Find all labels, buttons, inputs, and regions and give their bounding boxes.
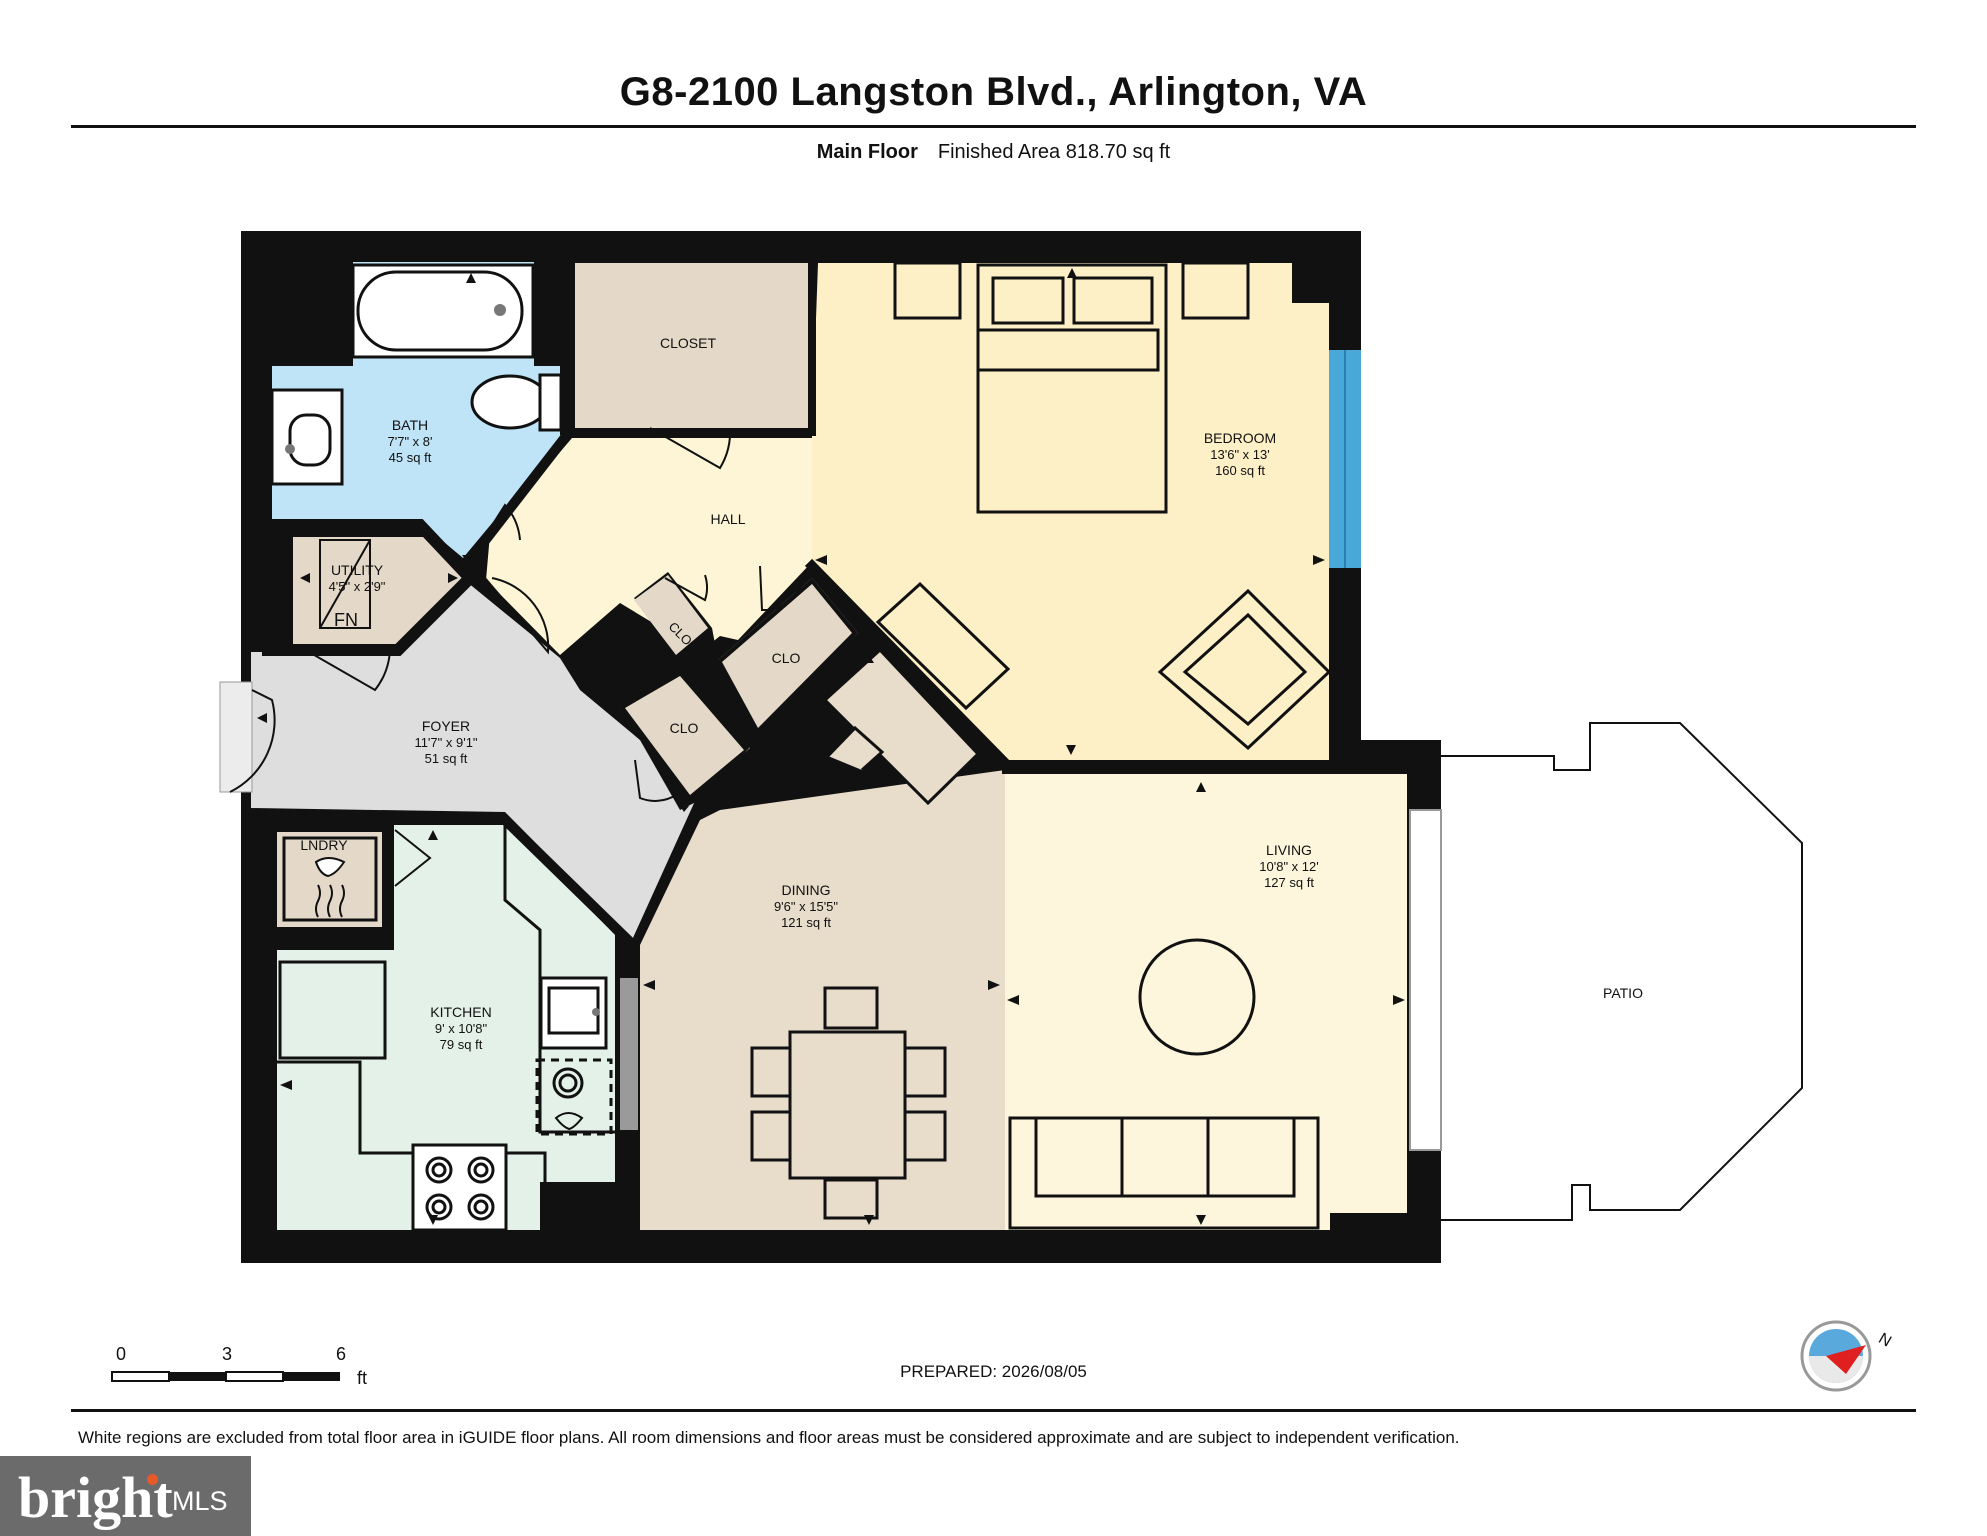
bright-mls-logo: bright MLS	[0, 1456, 251, 1536]
hall-name: HALL	[710, 511, 745, 527]
room-hall	[486, 438, 812, 660]
bedroom-dims: 13'6" x 13'	[1210, 447, 1269, 462]
room-clo-b-fill	[722, 584, 852, 728]
living-round-table	[1138, 938, 1256, 1056]
room-foyer	[251, 582, 700, 940]
utility-name: UTILITY	[331, 562, 384, 578]
scale-tick-3: 3	[222, 1344, 232, 1364]
compass-north-label: N	[1876, 1330, 1895, 1351]
living-name: LIVING	[1266, 842, 1312, 858]
patio-outline	[1441, 722, 1803, 1221]
door-swings	[301, 427, 803, 887]
bed	[893, 261, 1250, 514]
fridge	[278, 960, 387, 1060]
dining-desk	[822, 647, 981, 806]
sofa	[1008, 1116, 1320, 1230]
foyer-dims: 11'7" x 9'1"	[414, 735, 477, 750]
clo3-name: CLO	[670, 720, 699, 736]
foyer-name: FOYER	[422, 718, 470, 734]
brand-dot	[147, 1474, 158, 1485]
brand-suffix: MLS	[172, 1486, 228, 1516]
utility-fixture	[319, 539, 371, 629]
room-clo-a-fill	[634, 575, 708, 655]
stove	[411, 1143, 508, 1232]
dining-name: DINING	[782, 882, 831, 898]
dining-area: 121 sq ft	[781, 915, 831, 930]
bath-area: 45 sq ft	[389, 450, 432, 465]
footer-rule	[71, 1409, 1916, 1412]
bath-dims: 7'7" x 8'	[388, 434, 433, 449]
dining-dims: 9'6" x 15'5"	[774, 899, 838, 914]
entry-door	[219, 681, 253, 793]
foyer-area: 51 sq ft	[425, 751, 468, 766]
kitchen-name: KITCHEN	[430, 1004, 491, 1020]
compass: N	[1800, 1320, 1895, 1392]
scale-tick-0: 0	[116, 1344, 126, 1364]
closet-name: CLOSET	[660, 335, 716, 351]
finished-area: Finished Area 818.70 sq ft	[937, 141, 1171, 163]
kitchen-sink	[539, 976, 608, 1050]
dimension-arrows	[257, 268, 1405, 1225]
scale-bar: 0 3 6 ft	[110, 1340, 370, 1405]
kitchen-pass	[620, 978, 638, 1130]
bath-name: BATH	[392, 417, 428, 433]
plan-title: G8-2100 Langston Blvd., Arlington, VA	[619, 70, 1368, 114]
patio-door	[1409, 809, 1442, 1151]
bath-sink	[270, 388, 344, 486]
utility-dims: 4'5" x 2'9"	[329, 579, 386, 594]
plan-subtitle: Main Floor Finished Area 818.70 sq ft	[0, 141, 1987, 164]
room-labels: BATH 7'7" x 8' 45 sq ft CLOSET BEDROOM 1…	[300, 335, 1643, 1052]
kitchen-area: 79 sq ft	[440, 1037, 483, 1052]
kitchen-dims: 9' x 10'8"	[435, 1021, 488, 1036]
patio-name: PATIO	[1603, 985, 1643, 1001]
toilet	[470, 373, 563, 432]
dishwasher	[535, 1058, 613, 1136]
disclaimer: White regions are excluded from total fl…	[78, 1428, 1460, 1447]
kitchen-counter	[277, 823, 618, 1187]
living-area: 127 sq ft	[1264, 875, 1314, 890]
floor-label: Main Floor	[816, 141, 918, 163]
room-clo-c-fill	[625, 676, 744, 795]
title-rule	[71, 125, 1916, 128]
brand-logo: bright	[18, 1465, 173, 1530]
dining-table	[750, 986, 947, 1220]
scale-unit: ft	[357, 1368, 367, 1388]
prepared-date: PREPARED: 2026/08/05	[900, 1362, 1087, 1381]
room-closet	[575, 263, 808, 428]
scale-tick-6: 6	[336, 1344, 346, 1364]
bathtub	[351, 263, 535, 359]
washer-dryer	[282, 836, 378, 922]
laundry-name: LNDRY	[300, 837, 348, 853]
living-dims: 10'8" x 12'	[1259, 859, 1318, 874]
clo2-name: CLO	[772, 650, 801, 666]
bedroom-chair	[1157, 588, 1332, 751]
utility-tag: FN	[334, 610, 358, 630]
bedroom-desk	[875, 581, 1011, 711]
bedroom-area: 160 sq ft	[1215, 463, 1265, 478]
bedroom-name: BEDROOM	[1204, 430, 1276, 446]
